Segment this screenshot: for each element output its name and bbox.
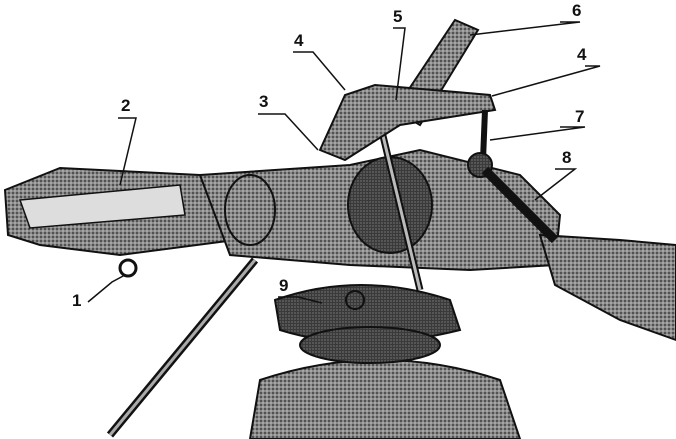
callout-8: 8: [562, 148, 572, 167]
callout-6: 6: [572, 1, 582, 20]
callout-5: 5: [393, 7, 403, 26]
callout-4-left: 4: [294, 31, 304, 50]
leader-lines: [87, 21, 601, 304]
right-blade: [538, 233, 676, 342]
callout-7: 7: [575, 107, 585, 126]
callout-4-right: 4: [577, 45, 587, 64]
callout-3: 3: [259, 92, 269, 111]
callout-1: 1: [72, 291, 82, 310]
gearbox-top: [248, 359, 522, 439]
callout-9: 9: [279, 276, 289, 295]
callout-2: 2: [121, 96, 131, 115]
